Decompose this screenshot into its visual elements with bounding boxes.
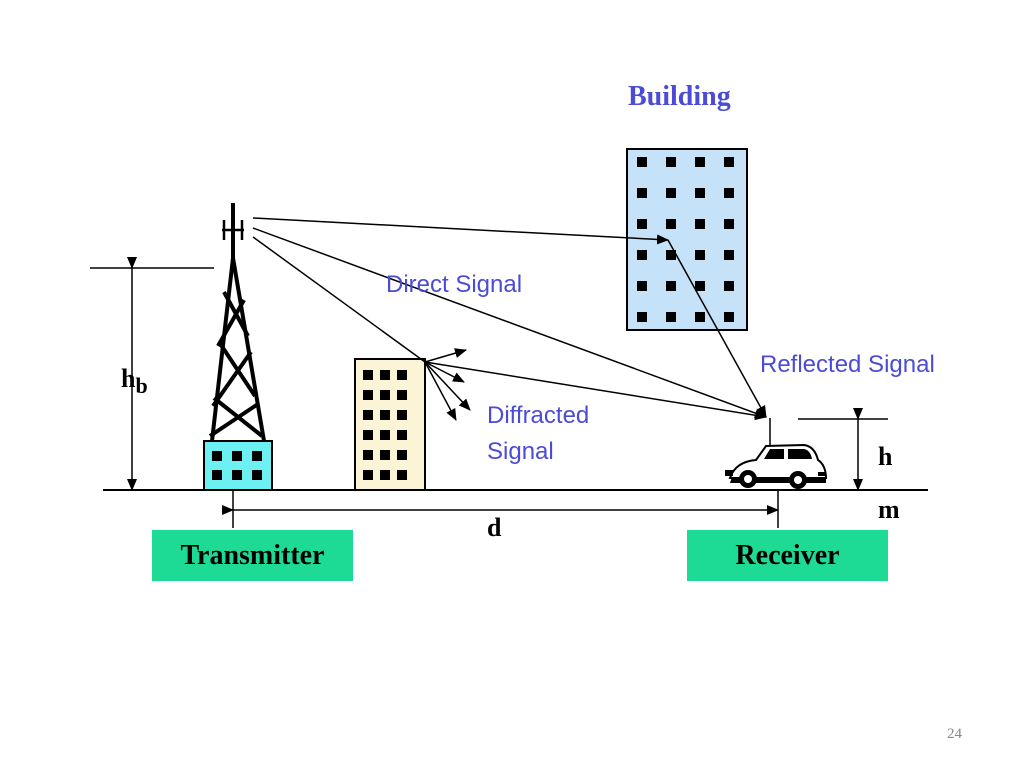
window [666, 312, 676, 322]
d-dimension [222, 490, 779, 528]
window [637, 312, 647, 322]
diffracted-signal-label-line2: Signal [487, 438, 554, 465]
transmitter-label: Transmitter [152, 530, 353, 581]
diffracted-ray-1 [424, 348, 467, 363]
window [363, 450, 373, 460]
direct-signal-label: Direct Signal [386, 271, 523, 298]
window [695, 219, 705, 229]
window [666, 281, 676, 291]
window [637, 219, 647, 229]
receiver-label: Receiver [687, 530, 888, 581]
h-label: h [878, 442, 893, 471]
diffracted-ray-3 [424, 361, 471, 411]
ray-to-building [252, 217, 669, 245]
window [380, 410, 390, 420]
window [695, 188, 705, 198]
window [252, 451, 262, 461]
window [666, 250, 676, 260]
window [637, 157, 647, 167]
h-dimension [798, 408, 888, 491]
window [363, 390, 373, 400]
window [695, 312, 705, 322]
window [397, 390, 407, 400]
d-label: d [487, 513, 502, 542]
window [724, 281, 734, 291]
hb-dimension [90, 257, 214, 491]
window [724, 312, 734, 322]
signal-rays [252, 217, 767, 421]
window [695, 250, 705, 260]
window [252, 470, 262, 480]
car-icon [725, 443, 828, 489]
window [695, 281, 705, 291]
window [380, 390, 390, 400]
building-label: Building [628, 81, 731, 112]
hb-label: hb [121, 364, 148, 397]
window [380, 430, 390, 440]
small-building [354, 358, 426, 491]
direct-ray [252, 227, 767, 418]
window [397, 470, 407, 480]
window [397, 410, 407, 420]
window [363, 430, 373, 440]
window [724, 188, 734, 198]
window [397, 370, 407, 380]
window [363, 410, 373, 420]
diffracted-ray-to-car [424, 361, 767, 421]
window [232, 451, 242, 461]
tower-base [203, 440, 273, 491]
tower-antenna-icon [222, 220, 244, 240]
reflected-ray [667, 239, 767, 418]
window [695, 157, 705, 167]
window [397, 450, 407, 460]
window [666, 219, 676, 229]
window [380, 370, 390, 380]
tall-building [626, 148, 748, 331]
reflected-signal-label: Reflected Signal [760, 351, 935, 378]
window [380, 470, 390, 480]
window [724, 219, 734, 229]
window [232, 470, 242, 480]
diffracted-ray-2 [424, 361, 465, 383]
window [397, 430, 407, 440]
diffracted-ray-4 [424, 361, 457, 421]
window [380, 450, 390, 460]
m-label: m [878, 495, 900, 524]
diffracted-signal-label-line1: Diffracted [487, 402, 590, 429]
window [666, 157, 676, 167]
window [363, 370, 373, 380]
window [212, 451, 222, 461]
window [666, 188, 676, 198]
window [212, 470, 222, 480]
window [724, 250, 734, 260]
window [637, 188, 647, 198]
ray-to-rooftop [252, 236, 426, 363]
window [637, 250, 647, 260]
hb-main: h [121, 364, 136, 393]
window [363, 470, 373, 480]
window [724, 157, 734, 167]
hb-subscript: b [135, 373, 148, 398]
window [637, 281, 647, 291]
page-number: 24 [947, 726, 962, 742]
